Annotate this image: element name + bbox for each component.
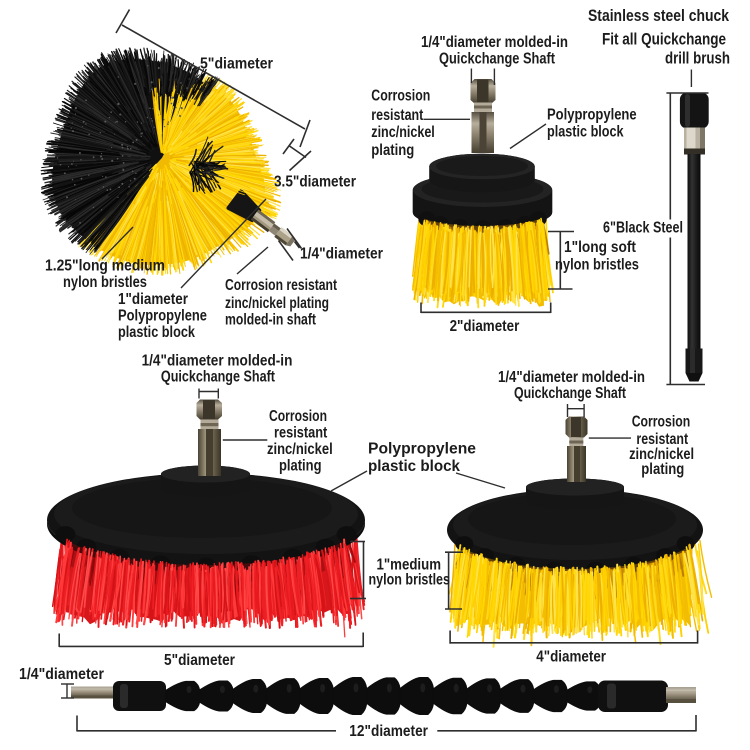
- svg-text:12"diameter: 12"diameter: [349, 723, 428, 740]
- svg-text:5"diameter: 5"diameter: [164, 652, 235, 669]
- svg-text:Quickchange Shaft: Quickchange Shaft: [161, 369, 275, 386]
- svg-text:Fit all Quickchange: Fit all Quickchange: [602, 30, 726, 48]
- svg-text:nylon bristles: nylon bristles: [369, 572, 451, 589]
- svg-text:resistant: resistant: [274, 425, 327, 442]
- svg-text:6"Black Steel: 6"Black Steel: [603, 220, 683, 237]
- svg-text:plating: plating: [279, 458, 322, 475]
- svg-text:1/4"diameter: 1/4"diameter: [19, 666, 104, 683]
- svg-text:drill brush: drill brush: [665, 49, 730, 67]
- svg-text:5"diameter: 5"diameter: [200, 56, 273, 73]
- svg-text:zinc/nickel: zinc/nickel: [267, 441, 333, 458]
- svg-text:molded-in shaft: molded-in shaft: [225, 312, 316, 329]
- svg-text:Polypropylene: Polypropylene: [118, 308, 207, 325]
- svg-text:Stainless steel chuck: Stainless steel chuck: [588, 7, 730, 25]
- svg-text:1"medium: 1"medium: [377, 557, 442, 574]
- svg-text:1/4"diameter: 1/4"diameter: [300, 246, 383, 263]
- svg-text:Polypropylene: Polypropylene: [368, 441, 476, 458]
- svg-text:plastic block: plastic block: [368, 458, 460, 475]
- svg-text:Corrosion: Corrosion: [371, 88, 430, 105]
- svg-text:plastic block: plastic block: [118, 324, 195, 341]
- svg-text:1.25"long medium: 1.25"long medium: [45, 258, 165, 275]
- svg-text:1"diameter: 1"diameter: [118, 291, 188, 308]
- svg-text:Quickchange Shaft: Quickchange Shaft: [514, 385, 626, 402]
- svg-text:Quickchange Shaft: Quickchange Shaft: [439, 51, 555, 68]
- svg-text:nylon bristles: nylon bristles: [555, 257, 639, 274]
- svg-text:Corrosion: Corrosion: [632, 414, 691, 431]
- svg-text:1/4"diameter molded-in: 1/4"diameter molded-in: [142, 353, 293, 370]
- svg-text:Polypropylene: Polypropylene: [547, 107, 637, 124]
- svg-text:zinc/nickel: zinc/nickel: [629, 446, 694, 463]
- svg-text:plastic block: plastic block: [547, 124, 624, 141]
- svg-text:3.5"diameter: 3.5"diameter: [274, 174, 356, 191]
- svg-text:zinc/nickel plating: zinc/nickel plating: [225, 295, 329, 312]
- svg-text:zinc/nickel: zinc/nickel: [371, 124, 435, 141]
- svg-text:1/4"diameter molded-in: 1/4"diameter molded-in: [498, 369, 645, 386]
- svg-text:1/4"diameter molded-in: 1/4"diameter molded-in: [421, 34, 568, 51]
- svg-text:nylon bristles: nylon bristles: [63, 274, 147, 291]
- svg-text:plating: plating: [371, 142, 414, 159]
- svg-text:plating: plating: [641, 461, 684, 478]
- svg-text:resistant: resistant: [371, 107, 423, 124]
- svg-text:Corrosion resistant: Corrosion resistant: [225, 277, 337, 294]
- svg-text:4"diameter: 4"diameter: [536, 648, 606, 665]
- svg-text:2"diameter: 2"diameter: [450, 318, 520, 335]
- svg-text:Corrosion: Corrosion: [269, 408, 327, 425]
- svg-text:1"long soft: 1"long soft: [564, 239, 636, 256]
- svg-text:resistant: resistant: [636, 431, 688, 448]
